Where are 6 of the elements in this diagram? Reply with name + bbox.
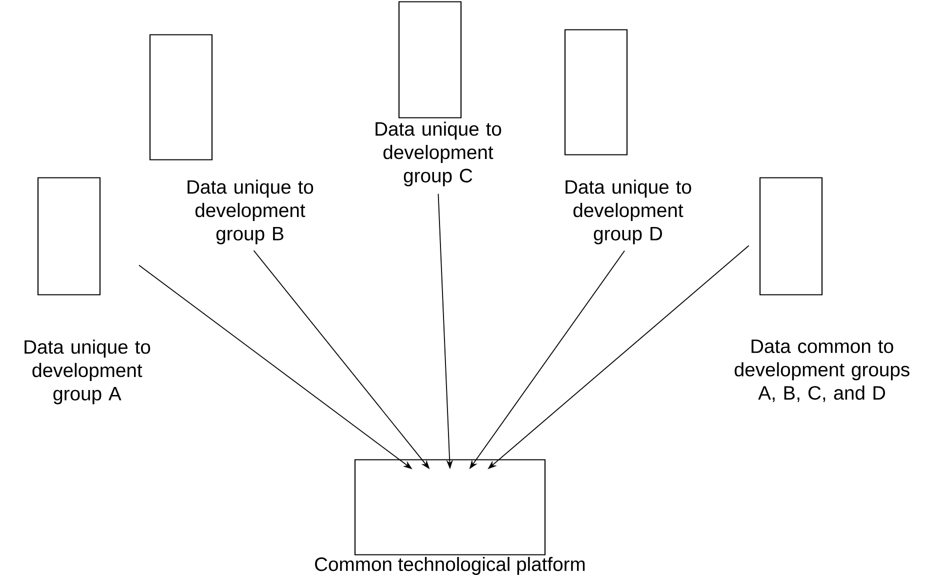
database-cylinder: Common technological platform bbox=[315, 459, 585, 575]
database-cylinder: Data common to development groups A, B, C, and D bbox=[734, 177, 910, 402]
database-cylinder: Data unique to development group A bbox=[24, 177, 150, 404]
database-cylinder: Data unique to development group C bbox=[376, 1, 502, 186]
database-cylinder: Data unique to development group B bbox=[149, 34, 314, 244]
database-cylinder: Data unique to development group D bbox=[564, 29, 692, 244]
